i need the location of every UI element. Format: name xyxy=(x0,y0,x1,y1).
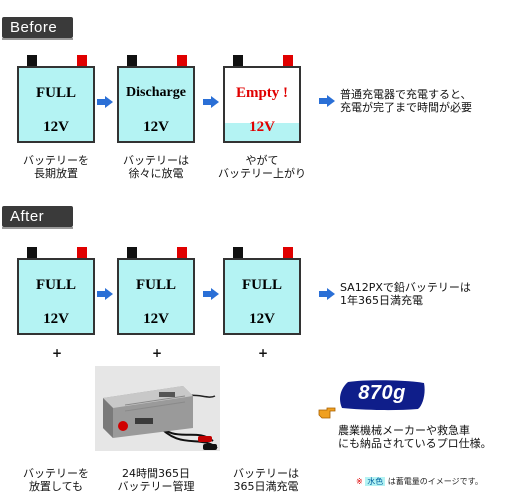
charge-level xyxy=(119,260,193,333)
positive-terminal xyxy=(283,55,293,66)
note-line: 1年365日満充電 xyxy=(340,294,423,307)
arrow-right-icon xyxy=(203,288,219,300)
battery-body: FULL 12V xyxy=(17,258,95,335)
arrow-right-icon xyxy=(97,288,113,300)
footnote: ※ 水色 は蓄電量のイメージです。 xyxy=(356,476,483,487)
negative-terminal xyxy=(127,55,137,66)
caption-after-1: バッテリーを 放置しても xyxy=(6,467,106,493)
battery-body: FULL 12V xyxy=(17,66,95,143)
note-line: 充電が完了まで時間が必要 xyxy=(340,101,472,114)
negative-terminal xyxy=(127,247,137,258)
battery-voltage: 12V xyxy=(143,119,169,135)
caption-line: バッテリー管理 xyxy=(117,480,195,493)
battery-body: Discharge 12V xyxy=(117,66,195,143)
positive-terminal xyxy=(177,55,187,66)
note-mark: ※ xyxy=(356,477,363,486)
caption-line: バッテリーは xyxy=(233,467,299,480)
battery-voltage: 12V xyxy=(43,119,69,135)
positive-terminal xyxy=(77,247,87,258)
charger-product-image xyxy=(95,366,220,451)
product-description: 農業機械メーカーや救急車 にも納品されているプロ仕様。 xyxy=(338,424,492,450)
color-swatch-label: 水色 xyxy=(365,477,386,486)
positive-terminal xyxy=(177,247,187,258)
battery-state-label: Empty ! xyxy=(235,85,289,101)
arrow-right-icon xyxy=(319,288,335,300)
caption-before-1: バッテリーを 長期放置 xyxy=(6,154,106,180)
charge-level xyxy=(119,68,193,141)
section-label-before: Before xyxy=(2,17,73,40)
battery-after-1: FULL 12V xyxy=(17,247,95,335)
battery-state-label: FULL xyxy=(35,85,76,101)
section-label-after: After xyxy=(2,206,73,229)
caption-line: 24時間365日 xyxy=(122,467,190,480)
plus-sign: + xyxy=(258,346,269,360)
charge-level xyxy=(19,68,93,141)
positive-terminal xyxy=(77,55,87,66)
weight-badge: 870g xyxy=(338,379,426,411)
battery-state-label: FULL xyxy=(135,277,176,293)
plus-sign: + xyxy=(52,346,63,360)
arrow-right-icon xyxy=(203,96,219,108)
after-note: SA12PXで鉛バッテリーは 1年365日満充電 xyxy=(340,281,471,307)
negative-terminal xyxy=(233,247,243,258)
caption-line: バッテリー上がり xyxy=(218,167,306,180)
charge-level xyxy=(19,260,93,333)
negative-terminal xyxy=(27,55,37,66)
battery-after-2: FULL 12V xyxy=(117,247,195,335)
battery-voltage: 12V xyxy=(249,311,275,327)
negative-terminal xyxy=(27,247,37,258)
caption-line: バッテリーは xyxy=(123,154,189,167)
caption-line: 長期放置 xyxy=(34,167,78,180)
arrow-right-icon xyxy=(319,95,335,107)
pointing-hand-icon xyxy=(318,407,336,419)
caption-line: バッテリーを xyxy=(23,154,89,167)
footnote-text: は蓄電量のイメージです。 xyxy=(387,477,483,486)
battery-voltage: 12V xyxy=(43,311,69,327)
battery-state-label: FULL xyxy=(241,277,282,293)
arrow-right-icon xyxy=(97,96,113,108)
caption-before-2: バッテリーは 徐々に放電 xyxy=(106,154,206,180)
caption-line: バッテリーを xyxy=(23,467,89,480)
caption-line: やがて xyxy=(245,154,279,167)
plus-sign: + xyxy=(152,346,163,360)
caption-line: 放置しても xyxy=(28,480,84,493)
note-line: 普通充電器で充電すると、 xyxy=(340,88,472,101)
battery-state-label: FULL xyxy=(35,277,76,293)
battery-after-3: FULL 12V xyxy=(223,247,301,335)
positive-terminal xyxy=(283,247,293,258)
charge-level xyxy=(225,260,299,333)
caption-after-3: バッテリーは 365日満充電 xyxy=(216,467,316,493)
note-line: SA12PXで鉛バッテリーは xyxy=(340,281,471,294)
weight-value: 870g xyxy=(358,382,406,404)
caption-before-3: やがて バッテリー上がり xyxy=(212,154,312,180)
description-line: にも納品されているプロ仕様。 xyxy=(338,437,492,450)
description-line: 農業機械メーカーや救急車 xyxy=(338,424,470,437)
caption-line: 徐々に放電 xyxy=(128,167,184,180)
battery-body: FULL 12V xyxy=(117,258,195,335)
charge-level xyxy=(225,122,299,141)
battery-body: Empty ! 12V xyxy=(223,66,301,143)
battery-voltage: 12V xyxy=(249,119,275,135)
battery-before-3: Empty ! 12V xyxy=(223,55,301,143)
battery-before-1: FULL 12V xyxy=(17,55,95,143)
battery-voltage: 12V xyxy=(143,311,169,327)
negative-terminal xyxy=(233,55,243,66)
before-note: 普通充電器で充電すると、 充電が完了まで時間が必要 xyxy=(340,88,472,114)
battery-body: FULL 12V xyxy=(223,258,301,335)
caption-line: 365日満充電 xyxy=(233,480,299,493)
battery-before-2: Discharge 12V xyxy=(117,55,195,143)
battery-state-label: Discharge xyxy=(126,85,186,100)
caption-after-2: 24時間365日 バッテリー管理 xyxy=(106,467,206,493)
